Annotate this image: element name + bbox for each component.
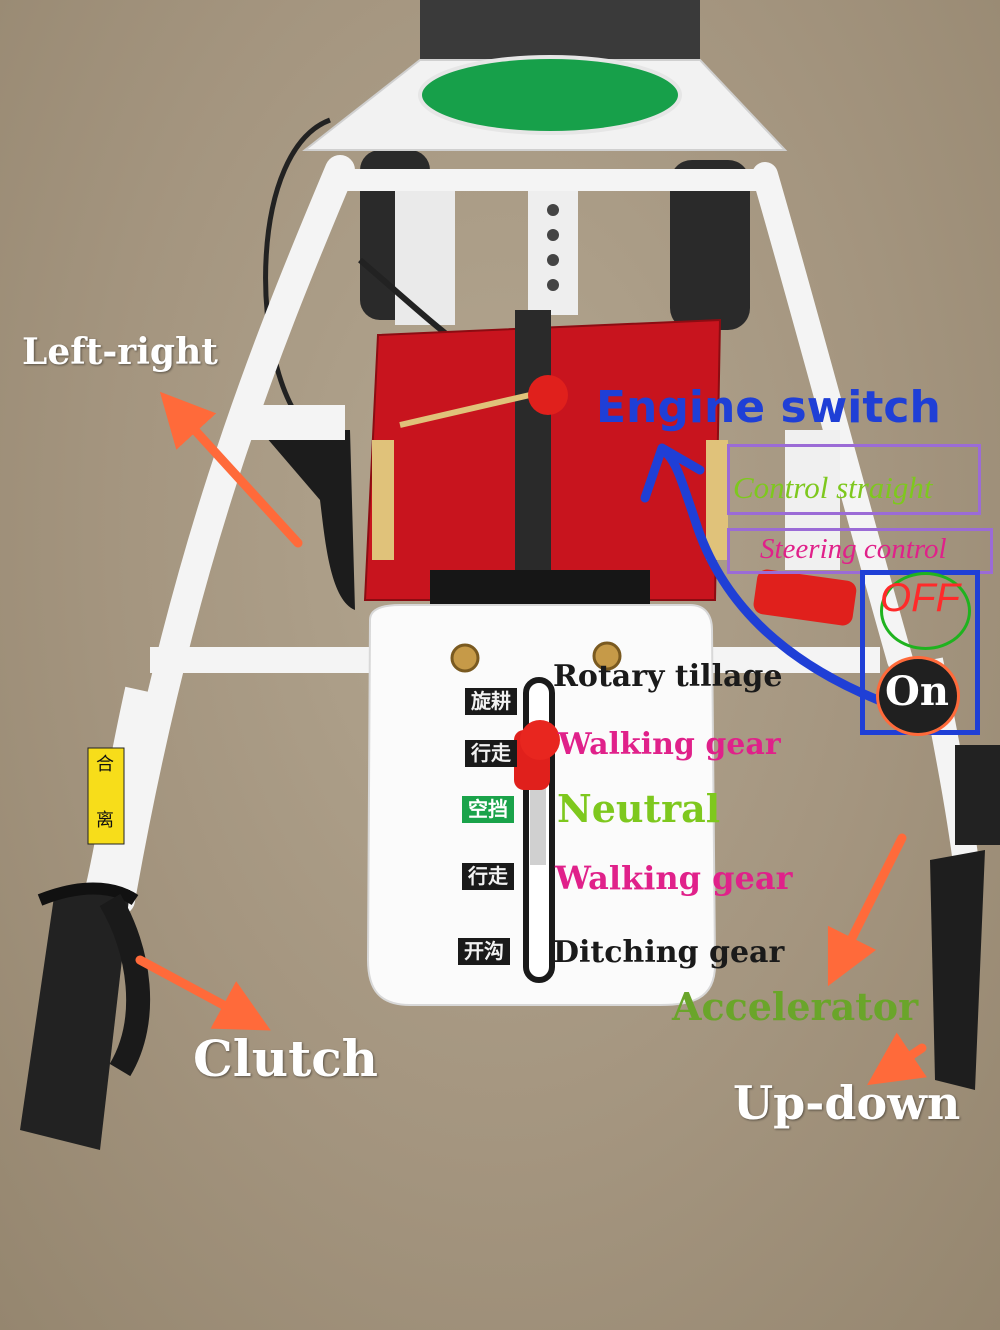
linkage-rod [399, 392, 531, 428]
hinge-right [706, 440, 728, 560]
right-tyre [670, 160, 750, 330]
plate-bolt-right [592, 641, 622, 671]
sticker-bottom-char: 离 [96, 810, 114, 831]
label-neutral: Neutral [557, 786, 721, 831]
arrow-clutch [135, 955, 271, 1031]
throttle-housing [955, 745, 1000, 845]
inner-column [395, 185, 455, 325]
label-clutch: Clutch [193, 1029, 379, 1088]
steering-lever [753, 569, 857, 626]
label-on: On [885, 668, 949, 715]
label-off: OFF [880, 576, 960, 620]
arrow-engine-switch [660, 447, 883, 705]
arrow-left-right [159, 391, 303, 548]
left-frame-tube [105, 155, 355, 915]
label-steering-control: Steering control [760, 533, 947, 565]
plate-tag-neutral: 空挡 [462, 796, 514, 823]
plate-tag-walk-1: 行走 [465, 740, 517, 767]
red-knob-top [528, 375, 568, 415]
plate-bolt-left [450, 643, 480, 673]
hinge-left [372, 440, 394, 560]
label-rotary-tillage: Rotary tillage [553, 659, 783, 694]
label-accelerator: Accelerator [672, 984, 919, 1029]
center-shaft [515, 310, 551, 580]
left-right-lever [260, 430, 355, 610]
on-ring [876, 656, 960, 736]
arrow-up-down [867, 1032, 927, 1086]
label-engine-switch: Engine switch [596, 382, 941, 433]
label-left-right: Left-right [22, 331, 218, 373]
cable-left [263, 117, 331, 422]
left-grip [20, 890, 130, 1150]
steering-bracket [785, 430, 840, 570]
lever-bracket [250, 405, 345, 440]
label-control-straight: Control straight [733, 470, 933, 505]
gear-knob-top [520, 720, 560, 760]
green-disc [418, 55, 682, 135]
control-straight-box [727, 444, 981, 515]
off-ring [880, 572, 971, 650]
handle-sticker [87, 747, 125, 845]
plate-tag-ditch: 开沟 [458, 938, 510, 965]
label-walking-gear-1: Walking gear [558, 727, 781, 762]
clutch-lever [99, 893, 151, 1077]
right-grip [930, 850, 985, 1090]
plate-tag-rotary: 旋耕 [465, 688, 517, 715]
label-walking-gear-2: Walking gear [555, 859, 793, 897]
arrow-accelerator [827, 833, 907, 987]
plate-tag-walk-2: 行走 [462, 863, 514, 890]
sticker-top-char: 合 [96, 754, 114, 775]
label-ditching-gear: Ditching gear [553, 935, 785, 970]
label-up-down: Up-down [733, 1076, 961, 1130]
